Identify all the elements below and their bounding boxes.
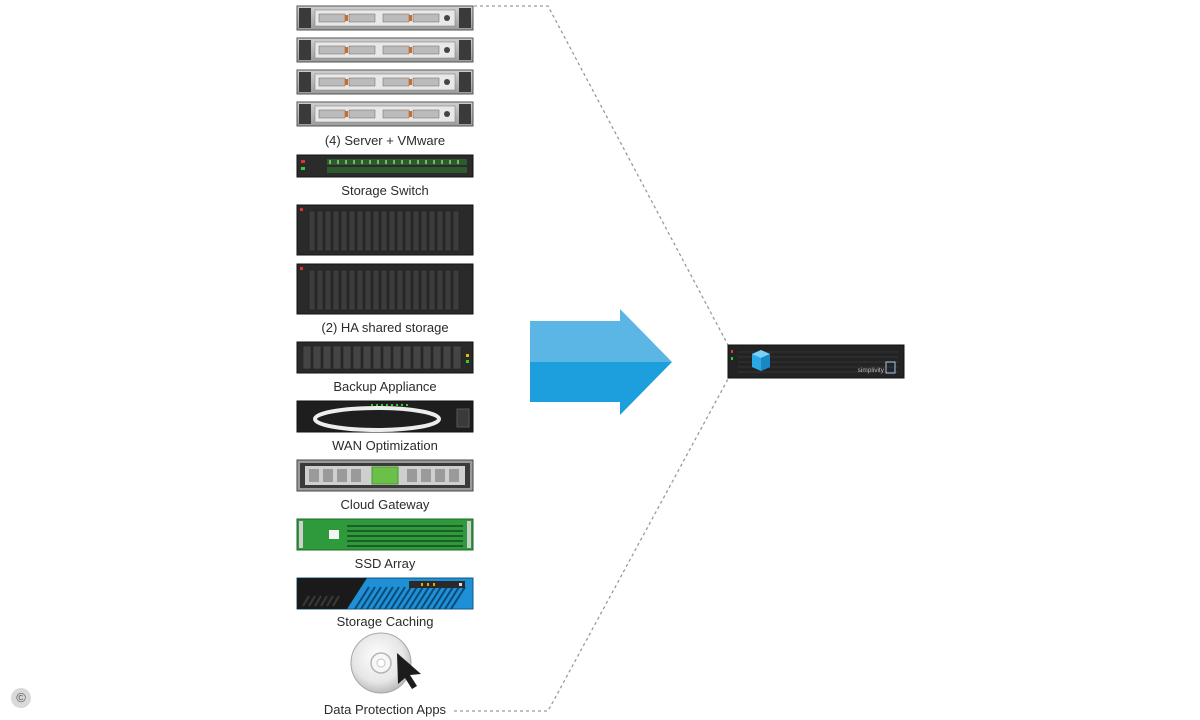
server-unit-2 bbox=[296, 37, 474, 63]
label-backup-appliance: Backup Appliance bbox=[333, 379, 437, 394]
blue-cube-icon bbox=[752, 350, 770, 371]
mouse-cursor-icon bbox=[397, 653, 421, 689]
copyright-icon: © bbox=[11, 688, 31, 708]
server-unit-1 bbox=[296, 5, 474, 31]
cd-disc-icon bbox=[350, 632, 412, 694]
brand-text: simplivity bbox=[858, 367, 885, 374]
label-ha-storage: (2) HA shared storage bbox=[321, 320, 449, 335]
ssd-array-device bbox=[296, 518, 474, 551]
storage-caching-device bbox=[296, 577, 474, 610]
wan-optimization-device bbox=[296, 400, 474, 433]
connector-top bbox=[474, 5, 729, 346]
label-ssd-array: SSD Array bbox=[354, 556, 416, 571]
server-unit-3 bbox=[296, 69, 474, 95]
ha-storage-unit-1 bbox=[296, 204, 474, 256]
server-stack bbox=[296, 5, 474, 127]
transform-arrow bbox=[530, 309, 672, 415]
server-unit-4 bbox=[296, 101, 474, 127]
storage-switch-device bbox=[296, 154, 474, 178]
backup-appliance-device bbox=[296, 341, 474, 374]
brand-logo-icon bbox=[885, 361, 896, 374]
label-wan-optimization: WAN Optimization bbox=[332, 438, 438, 453]
connector-lines bbox=[454, 5, 729, 712]
label-storage-switch: Storage Switch bbox=[341, 183, 429, 198]
label-cloud-gateway: Cloud Gateway bbox=[340, 497, 430, 512]
cloud-gateway-device bbox=[296, 459, 474, 492]
label-servers: (4) Server + VMware bbox=[324, 133, 446, 148]
connector-bottom bbox=[454, 378, 729, 712]
simplivity-appliance: simplivity bbox=[727, 344, 905, 379]
label-storage-caching: Storage Caching bbox=[336, 614, 434, 629]
ha-storage-unit-2 bbox=[296, 263, 474, 315]
label-data-protection-apps: Data Protection Apps bbox=[323, 702, 447, 717]
